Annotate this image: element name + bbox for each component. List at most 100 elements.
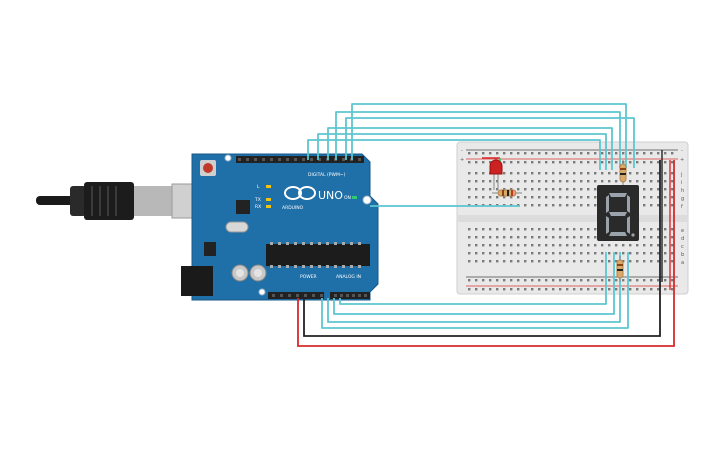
breadboard-hole[interactable]	[615, 279, 618, 282]
resistor-top[interactable]	[619, 160, 627, 186]
breadboard-hole[interactable]	[475, 236, 478, 239]
breadboard-hole[interactable]	[664, 188, 667, 191]
breadboard-hole[interactable]	[468, 161, 471, 164]
breadboard-hole[interactable]	[580, 161, 583, 164]
breadboard-hole[interactable]	[587, 236, 590, 239]
breadboard-hole[interactable]	[594, 161, 597, 164]
breadboard-hole[interactable]	[538, 204, 541, 207]
breadboard-hole[interactable]	[573, 228, 576, 231]
breadboard-hole[interactable]	[671, 236, 674, 239]
breadboard-hole[interactable]	[489, 236, 492, 239]
breadboard-hole[interactable]	[657, 180, 660, 183]
breadboard-hole[interactable]	[531, 204, 534, 207]
breadboard-hole[interactable]	[545, 196, 548, 199]
breadboard-hole[interactable]	[468, 152, 471, 155]
breadboard-hole[interactable]	[580, 228, 583, 231]
breadboard-hole[interactable]	[552, 204, 555, 207]
breadboard-hole[interactable]	[587, 279, 590, 282]
breadboard-hole[interactable]	[608, 152, 611, 155]
breadboard-hole[interactable]	[594, 204, 597, 207]
breadboard-hole[interactable]	[517, 152, 520, 155]
breadboard-hole[interactable]	[566, 252, 569, 255]
breadboard-hole[interactable]	[580, 260, 583, 263]
breadboard-hole[interactable]	[587, 152, 590, 155]
breadboard-hole[interactable]	[643, 236, 646, 239]
breadboard-hole[interactable]	[594, 252, 597, 255]
breadboard-hole[interactable]	[524, 172, 527, 175]
breadboard-hole[interactable]	[475, 172, 478, 175]
breadboard-hole[interactable]	[482, 172, 485, 175]
breadboard-hole[interactable]	[636, 161, 639, 164]
breadboard-hole[interactable]	[503, 152, 506, 155]
breadboard-hole[interactable]	[671, 204, 674, 207]
wire-signal[interactable]	[327, 127, 613, 170]
breadboard-hole[interactable]	[517, 288, 520, 291]
breadboard-hole[interactable]	[503, 288, 506, 291]
breadboard-hole[interactable]	[587, 161, 590, 164]
breadboard-hole[interactable]	[608, 252, 611, 255]
breadboard-hole[interactable]	[524, 260, 527, 263]
breadboard-hole[interactable]	[496, 152, 499, 155]
breadboard-hole[interactable]	[594, 236, 597, 239]
breadboard-hole[interactable]	[573, 279, 576, 282]
wire-ground[interactable]	[303, 160, 661, 337]
breadboard-hole[interactable]	[629, 252, 632, 255]
breadboard-hole[interactable]	[650, 196, 653, 199]
breadboard-hole[interactable]	[531, 180, 534, 183]
breadboard-hole[interactable]	[566, 196, 569, 199]
breadboard-hole[interactable]	[531, 228, 534, 231]
breadboard-hole[interactable]	[468, 236, 471, 239]
breadboard-hole[interactable]	[482, 188, 485, 191]
breadboard-hole[interactable]	[608, 244, 611, 247]
breadboard-hole[interactable]	[489, 279, 492, 282]
breadboard-hole[interactable]	[622, 152, 625, 155]
breadboard-hole[interactable]	[503, 196, 506, 199]
breadboard-hole[interactable]	[468, 180, 471, 183]
breadboard-hole[interactable]	[615, 244, 618, 247]
breadboard-hole[interactable]	[552, 161, 555, 164]
breadboard-hole[interactable]	[601, 279, 604, 282]
breadboard-hole[interactable]	[622, 260, 625, 263]
breadboard-hole[interactable]	[538, 180, 541, 183]
breadboard-hole[interactable]	[545, 260, 548, 263]
breadboard-hole[interactable]	[580, 252, 583, 255]
breadboard-hole[interactable]	[559, 161, 562, 164]
breadboard-hole[interactable]	[524, 204, 527, 207]
breadboard-hole[interactable]	[587, 288, 590, 291]
breadboard-hole[interactable]	[594, 180, 597, 183]
breadboard-hole[interactable]	[475, 260, 478, 263]
wire-signal[interactable]	[307, 139, 601, 170]
breadboard-hole[interactable]	[538, 279, 541, 282]
breadboard-hole[interactable]	[468, 196, 471, 199]
breadboard-hole[interactable]	[629, 180, 632, 183]
breadboard-hole[interactable]	[489, 196, 492, 199]
breadboard-hole[interactable]	[594, 244, 597, 247]
breadboard-hole[interactable]	[552, 279, 555, 282]
breadboard-hole[interactable]	[629, 260, 632, 263]
breadboard-hole[interactable]	[587, 204, 590, 207]
breadboard-hole[interactable]	[601, 244, 604, 247]
breadboard-hole[interactable]	[671, 196, 674, 199]
breadboard-hole[interactable]	[503, 180, 506, 183]
breadboard-hole[interactable]	[657, 288, 660, 291]
breadboard-hole[interactable]	[503, 260, 506, 263]
breadboard-hole[interactable]	[538, 260, 541, 263]
breadboard-hole[interactable]	[475, 188, 478, 191]
breadboard-hole[interactable]	[531, 161, 534, 164]
breadboard-hole[interactable]	[503, 244, 506, 247]
breadboard-hole[interactable]	[629, 244, 632, 247]
breadboard-hole[interactable]	[482, 244, 485, 247]
breadboard-hole[interactable]	[496, 228, 499, 231]
breadboard-hole[interactable]	[489, 244, 492, 247]
breadboard-hole[interactable]	[664, 196, 667, 199]
breadboard-hole[interactable]	[531, 260, 534, 263]
breadboard-hole[interactable]	[580, 288, 583, 291]
breadboard-hole[interactable]	[524, 228, 527, 231]
breadboard-hole[interactable]	[615, 152, 618, 155]
breadboard-hole[interactable]	[650, 252, 653, 255]
breadboard-hole[interactable]	[510, 196, 513, 199]
breadboard-hole[interactable]	[496, 260, 499, 263]
breadboard-hole[interactable]	[538, 228, 541, 231]
reset-button[interactable]	[203, 163, 213, 173]
breadboard-hole[interactable]	[531, 236, 534, 239]
